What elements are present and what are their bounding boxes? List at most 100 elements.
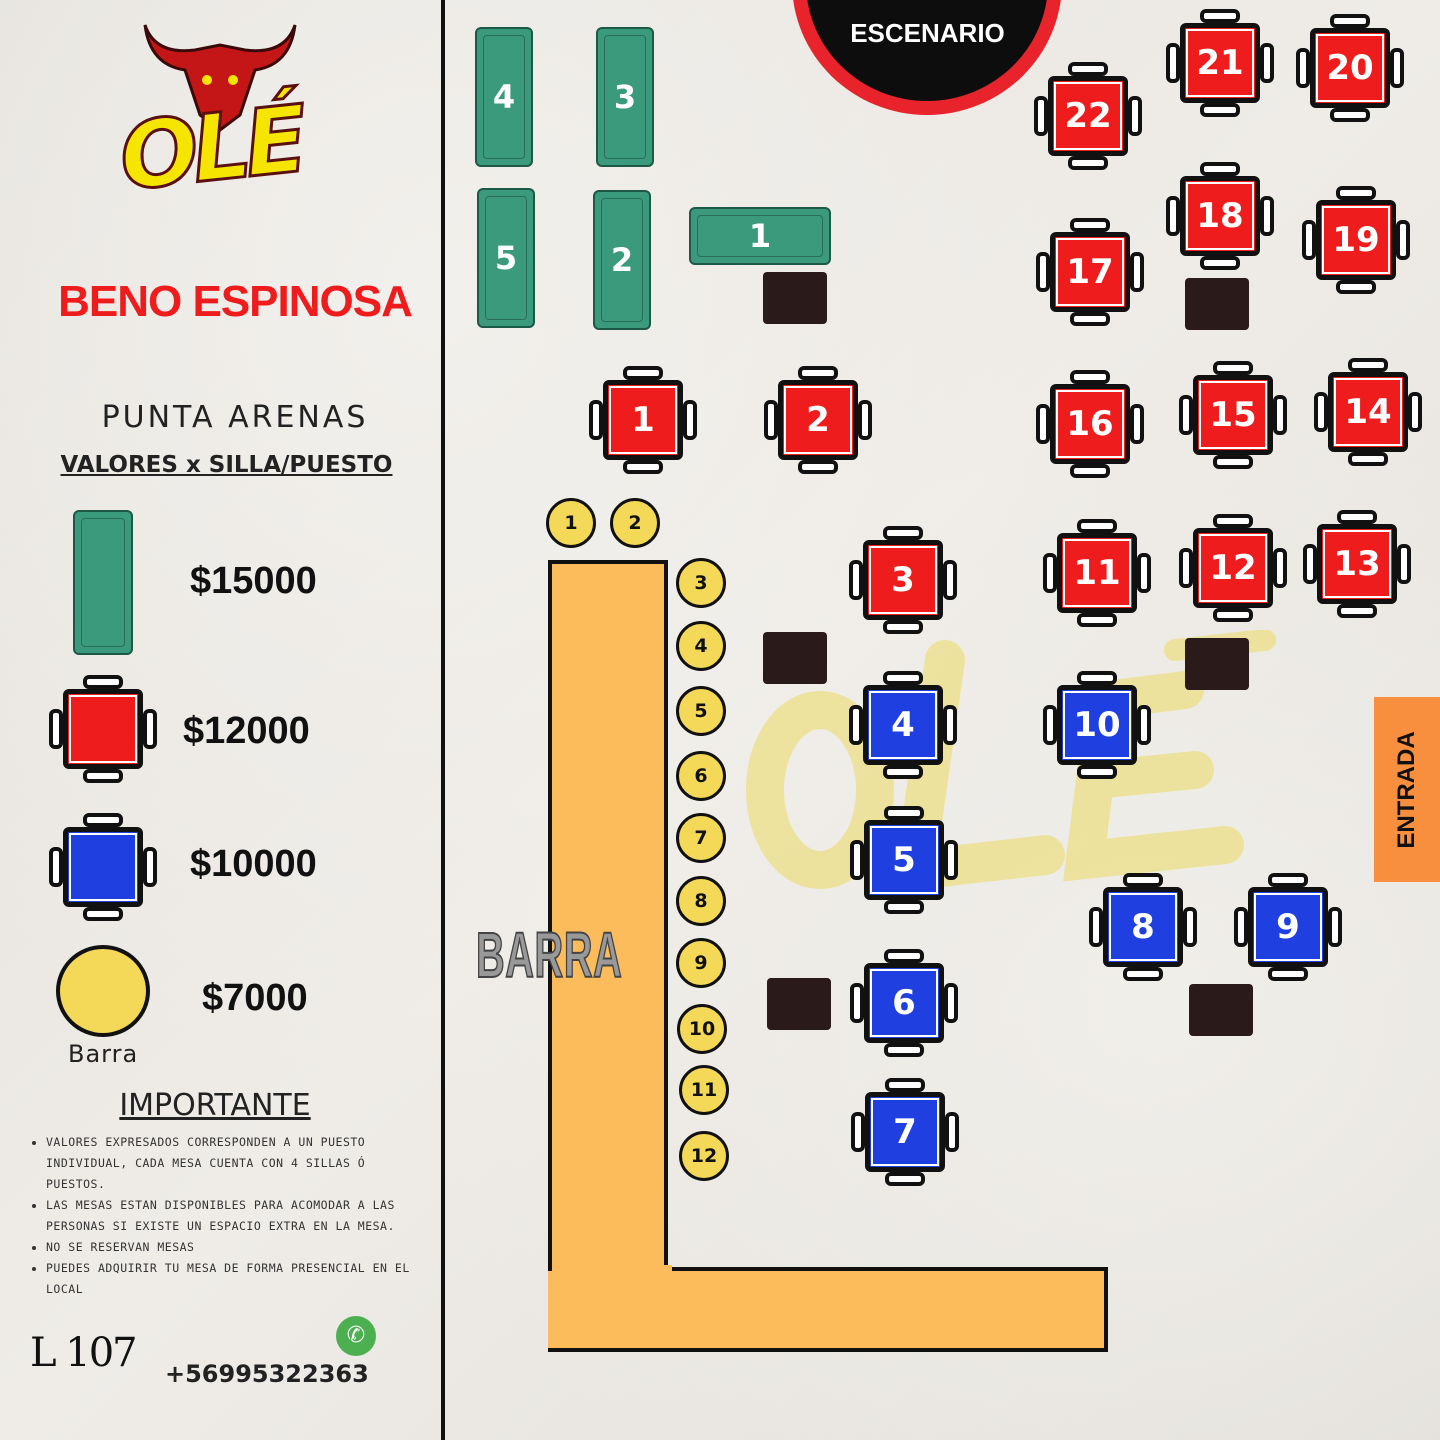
table-number: 2 [806, 400, 830, 440]
red-table-19[interactable]: 19 [1302, 186, 1410, 294]
table-number: 9 [1276, 907, 1300, 947]
bar-seat-12[interactable]: 12 [679, 1131, 729, 1181]
red-table-17[interactable]: 17 [1036, 218, 1144, 326]
chair [1137, 705, 1151, 745]
table-top: 14 [1328, 372, 1408, 452]
sofa-4[interactable]: 4 [475, 27, 533, 167]
whatsapp-icon[interactable]: ✆ [336, 1316, 376, 1356]
table-top: 9 [1248, 887, 1328, 967]
table-number: 8 [1131, 907, 1155, 947]
red-table-20[interactable]: 20 [1296, 14, 1404, 122]
divider [441, 0, 445, 1440]
chair [1273, 395, 1287, 435]
bull-logo [143, 24, 297, 132]
chair [1200, 9, 1240, 23]
sofa-number: 5 [494, 239, 518, 277]
blue-table-6[interactable]: 6 [850, 949, 958, 1057]
bar-seat-5[interactable]: 5 [676, 686, 726, 736]
red-table-15[interactable]: 15 [1179, 361, 1287, 469]
table-top: 15 [1193, 375, 1273, 455]
artist-name: BENO ESPINOSA [58, 277, 413, 326]
table-top: 13 [1317, 524, 1397, 604]
blue-table-4[interactable]: 4 [849, 671, 957, 779]
red-table-22[interactable]: 22 [1034, 62, 1142, 170]
notes-list: VALORES EXPRESADOS CORRESPONDEN A UN PUE… [28, 1132, 428, 1300]
chair [1390, 48, 1404, 88]
legend-price-red: $12000 [183, 710, 310, 752]
legend-sofa-icon [73, 510, 133, 655]
blue-table-9[interactable]: 9 [1234, 873, 1342, 981]
red-table-13[interactable]: 13 [1303, 510, 1411, 618]
note: PUEDES ADQUIRIR TU MESA DE FORMA PRESENC… [46, 1258, 428, 1300]
red-table-14[interactable]: 14 [1314, 358, 1422, 466]
table-top: 19 [1316, 200, 1396, 280]
table-number: 18 [1196, 196, 1244, 236]
red-table-18[interactable]: 18 [1166, 162, 1274, 270]
bar-seat-1[interactable]: 1 [546, 498, 596, 548]
chair [1070, 370, 1110, 384]
table-top: 11 [1057, 533, 1137, 613]
red-table-12[interactable]: 12 [1179, 514, 1287, 622]
sofa-5[interactable]: 5 [477, 188, 535, 328]
table-top: 2 [778, 380, 858, 460]
chair [1330, 14, 1370, 28]
table-number: 4 [891, 705, 915, 745]
chair [1234, 907, 1248, 947]
chair [1183, 907, 1197, 947]
table-number: 19 [1332, 220, 1380, 260]
red-table-11[interactable]: 11 [1043, 519, 1151, 627]
red-table-2[interactable]: 2 [764, 366, 872, 474]
bar-seat-11[interactable]: 11 [679, 1065, 729, 1115]
chair [1268, 873, 1308, 887]
chair [1179, 548, 1193, 588]
chair [944, 840, 958, 880]
table-number: 22 [1064, 96, 1112, 136]
chair [851, 1112, 865, 1152]
table-number: 16 [1066, 404, 1114, 444]
sofa-3[interactable]: 3 [596, 27, 654, 167]
bar-seat-7[interactable]: 7 [676, 813, 726, 863]
table-top: 12 [1193, 528, 1273, 608]
bar-counter-joint [552, 1265, 672, 1348]
red-table-1[interactable]: 1 [589, 366, 697, 474]
table-number: 21 [1196, 43, 1244, 83]
bar-seat-6[interactable]: 6 [676, 751, 726, 801]
blue-table-5[interactable]: 5 [850, 806, 958, 914]
table-number: 5 [892, 840, 916, 880]
table-number: 12 [1209, 548, 1257, 588]
red-table-3[interactable]: 3 [849, 526, 957, 634]
blue-table-7[interactable]: 7 [851, 1078, 959, 1186]
bar-seat-2[interactable]: 2 [610, 498, 660, 548]
sofa-1[interactable]: 1 [689, 207, 831, 265]
bar-seat-10[interactable]: 10 [677, 1004, 727, 1054]
chair [1200, 162, 1240, 176]
chair [1408, 392, 1422, 432]
chair [623, 460, 663, 474]
legend-price-sofa: $15000 [190, 560, 317, 602]
chair [1166, 43, 1180, 83]
legend-price-bar: $7000 [202, 977, 308, 1019]
chair [884, 900, 924, 914]
phone-number[interactable]: +56995322363 [165, 1360, 369, 1388]
red-table-16[interactable]: 16 [1036, 370, 1144, 478]
chair [883, 765, 923, 779]
red-table-21[interactable]: 21 [1166, 9, 1274, 117]
bar-seat-3[interactable]: 3 [676, 558, 726, 608]
chair [944, 983, 958, 1023]
chair [589, 400, 603, 440]
sofa-2[interactable]: 2 [593, 190, 651, 330]
bar-counter [548, 560, 668, 1352]
bar-seat-9[interactable]: 9 [676, 938, 726, 988]
blue-table-8[interactable]: 8 [1089, 873, 1197, 981]
chair [1302, 220, 1316, 260]
chair [945, 1112, 959, 1152]
chair [883, 620, 923, 634]
chair [1336, 280, 1376, 294]
table-number: 6 [892, 983, 916, 1023]
bar-seat-8[interactable]: 8 [676, 876, 726, 926]
table-top: 16 [1050, 384, 1130, 464]
blue-table-10[interactable]: 10 [1043, 671, 1151, 779]
bar-seat-4[interactable]: 4 [676, 621, 726, 671]
chair [1130, 252, 1144, 292]
chair [1200, 103, 1240, 117]
